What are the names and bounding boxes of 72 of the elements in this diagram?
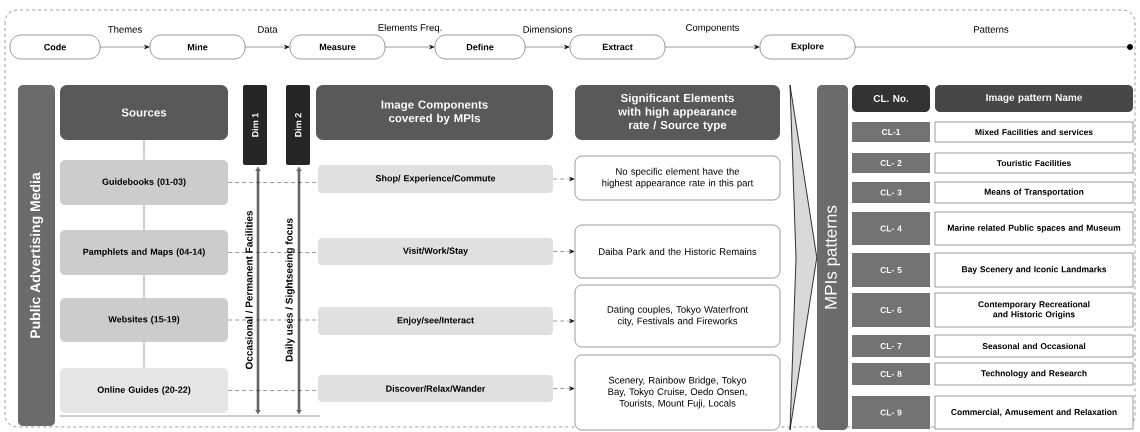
table-cell: CL- 5	[852, 253, 930, 287]
arrow	[385, 44, 435, 50]
table-cell: Touristic Facilities	[934, 152, 1134, 174]
table-cell: Mixed Facilities and services	[934, 121, 1134, 143]
connector	[855, 46, 1127, 48]
dashed-connector	[553, 318, 575, 324]
table-header: Image pattern Name	[935, 85, 1133, 112]
dimension-tab: Dim 2	[286, 85, 310, 165]
source-box: Pamphlets and Maps (04-14)	[60, 230, 228, 275]
table-header: CL. No.	[852, 85, 930, 112]
element-box: Scenery, Rainbow Bridge, Tokyo Bay, Tokyo Cruise, Oedo Onsen, Tourists, Mount Fuji, Locals	[574, 354, 781, 431]
process-pill: Explore	[759, 34, 856, 60]
edge-label: Components	[686, 24, 740, 33]
table-cell: Contemporary Recreational and Historic Origins	[934, 292, 1134, 328]
process-pill: Mine	[149, 34, 246, 60]
source-box: Websites (15-19)	[60, 298, 228, 342]
component-box: Enjoy/see/Interact	[318, 307, 553, 335]
table-cell: CL- 6	[852, 293, 930, 327]
table-cell: CL- 4	[852, 212, 930, 245]
table-cell: CL- 7	[852, 335, 930, 357]
component-box: Visit/Work/Stay	[318, 238, 553, 265]
table-cell: CL- 9	[852, 396, 930, 429]
table-cell: Marine related Public spaces and Museum	[934, 211, 1134, 246]
connector	[143, 205, 145, 230]
process-pill: Define	[434, 34, 526, 60]
process-pill: Code	[9, 34, 101, 60]
table-cell: Commercial, Amusement and Relaxation	[934, 395, 1134, 430]
table-cell: Technology and Research	[934, 362, 1134, 386]
table-cell: CL- 3	[852, 182, 930, 203]
table-cell: Seasonal and Occasional	[934, 334, 1134, 358]
connector	[143, 275, 145, 298]
edge-label: Themes	[108, 25, 142, 33]
dashed-connector	[228, 319, 318, 321]
element-box: Dating couples, Tokyo Waterfront city, Festivals and Fireworks	[574, 284, 781, 348]
arrow	[100, 44, 150, 50]
table-cell: Bay Scenery and Iconic Landmarks	[934, 252, 1134, 288]
table-cell: CL-1	[852, 122, 930, 142]
axis-label: Daily uses / Sightseeing focus	[284, 217, 296, 363]
dashed-connector	[228, 252, 318, 253]
dashed-connector	[553, 386, 575, 391]
dashed-connector	[228, 182, 318, 183]
source-box: Guidebooks (01-03)	[60, 160, 228, 205]
header-box: Sources	[60, 85, 228, 140]
header-box: Image Components covered by MPIs	[316, 85, 553, 140]
dashed-connector	[228, 390, 318, 391]
category-bar: Public Advertising Media	[18, 85, 55, 426]
component-box: Discover/Relax/Wander	[318, 375, 553, 402]
edge-label: Dimensions	[523, 25, 572, 33]
table-cell: CL- 2	[852, 153, 930, 173]
element-box: No specific element have the highest appearance rate in this part	[574, 155, 781, 201]
process-pill: Extract	[569, 34, 666, 60]
table-cell: Means of Transportation	[934, 181, 1134, 204]
header-box: Significant Elements with high appearance rate / Source type	[575, 85, 780, 140]
block-arrow	[789, 84, 818, 431]
table-cell: CL- 8	[852, 363, 930, 385]
dimension-tab: Dim 1	[243, 85, 267, 165]
process-pill: Measure	[289, 34, 386, 60]
dashed-connector	[553, 176, 575, 182]
edge-label: Data	[258, 26, 278, 33]
edge-label: Elements Freq.	[378, 23, 442, 33]
source-box: Online Guides (20-22)	[60, 368, 228, 413]
axis-label: Occasional / Permanent Facilities	[244, 210, 254, 370]
connector	[143, 140, 145, 160]
component-box: Shop/ Experience/Commute	[318, 165, 553, 193]
edge-label: Patterns	[974, 26, 1009, 33]
connector	[143, 342, 145, 368]
arrow	[245, 44, 290, 50]
element-box: Daiba Park and the Historic Remains	[574, 224, 781, 279]
category-bar: MPIs patterns	[817, 85, 848, 430]
arrow	[525, 44, 570, 50]
arrow	[665, 44, 760, 50]
dashed-connector	[553, 249, 575, 254]
